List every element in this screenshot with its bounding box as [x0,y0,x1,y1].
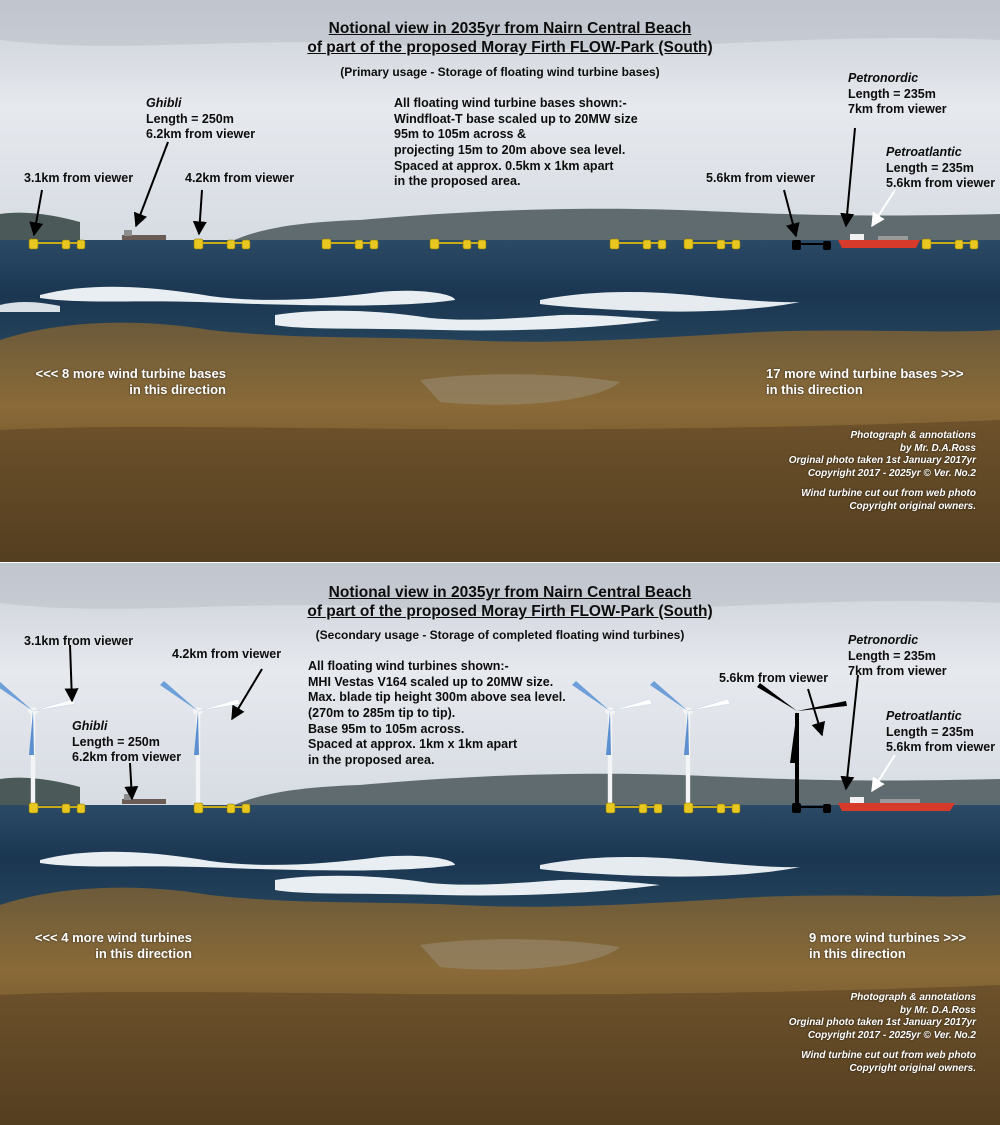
petroatlantic-label: Petroatlantic Length = 235m 5.6km from v… [886,709,996,755]
ghibli-label: Ghibli Length = 250m 6.2km from viewer [146,96,256,142]
right-direction-note: 9 more wind turbines >>> in this directi… [809,930,967,962]
petronordic-label: Petronordic Length = 235m 7km from viewe… [848,71,947,117]
page-title: Notional view in 2035yr from Nairn Centr… [307,584,713,620]
arrow-petronordic [840,127,856,228]
info-block: All floating wind turbine bases shown:- … [394,96,638,189]
arrow-4-2km [231,668,263,721]
label-5-6km: 5.6km from viewer [706,171,816,185]
panel-divider [0,562,1000,563]
photo-credits: Photograph & annotations by Mr. D.A.Ross… [788,430,976,512]
label-5-6km: 5.6km from viewer [719,671,829,685]
bottom-panel: Notional view in 2035yr from Nairn Centr… [0,563,1000,1125]
arrow-petroatlantic [871,754,896,793]
arrow-5-6km [783,189,800,238]
arrow-3-1km [64,644,79,703]
label-4-2km: 4.2km from viewer [185,171,295,185]
petroatlantic-label: Petroatlantic Length = 235m 5.6km from v… [886,145,996,191]
right-direction-note: 17 more wind turbine bases >>> in this d… [766,366,964,398]
petronordic-label: Petronordic Length = 235m 7km from viewe… [848,633,947,679]
bottom-photo [0,563,1000,1125]
label-3-1km: 3.1km from viewer [24,634,134,648]
left-direction-note: <<< 8 more wind turbine bases in this di… [35,366,226,398]
arrow-ghibli [133,141,169,228]
label-3-1km: 3.1km from viewer [24,171,134,185]
page-subtitle: (Primary usage - Storage of floating win… [340,65,660,79]
black-wind-turbine-base [792,240,831,250]
top-panel: Notional view in 2035yr from Nairn Centr… [0,0,1000,562]
ghibli-ship [122,230,166,240]
petroatlantic-ship [838,797,955,811]
petroatlantic-ship [838,234,920,248]
left-direction-note: <<< 4 more wind turbines in this directi… [34,930,192,962]
page-subtitle: (Secondary usage - Storage of completed … [315,628,685,642]
ghibli-label: Ghibli Length = 250m 6.2km from viewer [72,719,182,765]
page-title: Notional view in 2035yr from Nairn Centr… [307,20,713,56]
arrow-4-2km [192,189,207,236]
info-block: All floating wind turbines shown:- MHI V… [308,659,566,767]
arrow-petroatlantic [871,189,896,228]
label-4-2km: 4.2km from viewer [172,647,282,661]
black-wind-turbine [757,683,847,813]
arrow-ghibli [124,762,139,801]
arrow-3-1km [29,189,44,237]
top-photo [0,0,1000,562]
arrow-petronordic [840,674,859,791]
arrow-5-6km [807,688,826,737]
photo-credits: Photograph & annotations by Mr. D.A.Ross… [788,992,976,1074]
